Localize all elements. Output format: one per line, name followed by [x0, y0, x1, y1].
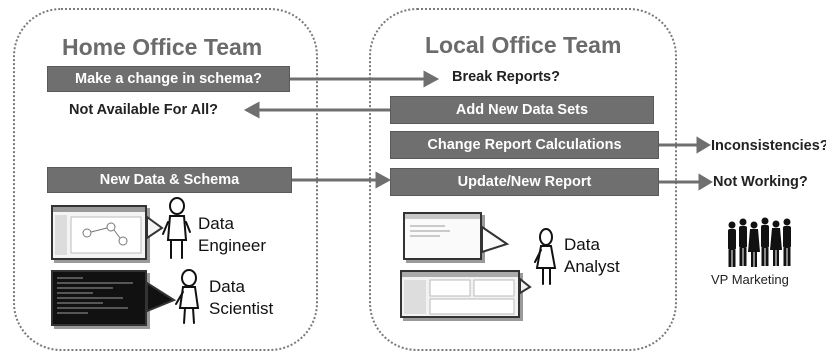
vp-marketing-people-group-icon	[728, 217, 791, 267]
report-dialog-content	[405, 214, 480, 237]
engineer-bubble-tail	[146, 215, 164, 240]
make-change-bar: Make a change in schema?	[47, 66, 290, 92]
vp-marketing-label: VP Marketing	[711, 272, 789, 287]
add-new-data-sets-bar: Add New Data Sets	[390, 96, 654, 124]
data-analyst-label: Data Analyst	[564, 234, 620, 278]
data-scientist-label-line2: Scientist	[209, 299, 274, 318]
break-reports-label: Break Reports?	[452, 69, 560, 85]
data-scientist-stick-figure-icon	[175, 269, 200, 324]
scientist-terminal-screenshot	[51, 270, 147, 326]
terminal-text-lines	[57, 277, 133, 314]
data-engineer-label-line2: Engineer	[198, 236, 267, 255]
scientist-bubble-tail	[146, 281, 177, 313]
new-data-schema-bar: New Data & Schema	[47, 167, 292, 193]
analyst-bubble-tail-1	[481, 225, 510, 254]
data-analyst-label-line2: Analyst	[564, 257, 620, 276]
data-analyst-label-line1: Data	[564, 235, 600, 254]
not-working-label: Not Working?	[713, 174, 808, 190]
inconsistencies-label: Inconsistencies?	[711, 138, 826, 154]
home-office-team-title: Home Office Team	[62, 34, 263, 60]
data-engineer-label-line1: Data	[198, 214, 234, 233]
analyst-bubble-tail-2	[519, 276, 532, 295]
update-new-report-bar: Update/New Report	[390, 168, 659, 196]
dashboard-content	[402, 272, 518, 315]
not-available-label: Not Available For All?	[69, 102, 219, 118]
data-scientist-label-line1: Data	[209, 277, 245, 296]
data-scientist-label: Data Scientist	[209, 276, 273, 320]
data-engineer-stick-figure-icon	[162, 197, 191, 259]
change-report-calculations-bar: Change Report Calculations	[390, 131, 659, 159]
engineer-tool-screenshot	[51, 205, 147, 260]
analyst-report-screenshot	[403, 212, 482, 260]
local-office-team-title: Local Office Team	[425, 32, 622, 58]
data-engineer-label: Data Engineer	[198, 213, 266, 257]
engineer-tool-screenshot-content	[53, 207, 145, 255]
data-analyst-stick-figure-icon	[534, 228, 557, 285]
analyst-dashboard-screenshot	[400, 270, 520, 318]
